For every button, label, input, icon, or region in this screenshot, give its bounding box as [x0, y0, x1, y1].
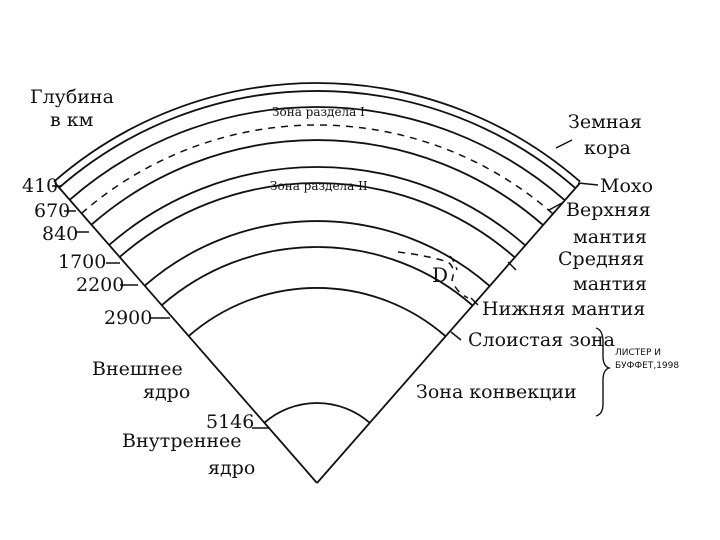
crust-line1: Земная [568, 111, 642, 133]
sector-left-edge [54, 182, 318, 484]
boundary-zone-2: Зона раздела II [270, 179, 368, 193]
depth-840: 840 [42, 223, 78, 245]
outer-core-line1: Внешнее [92, 358, 183, 380]
credit-line2: БУФФЕТ,1998 [615, 361, 679, 371]
boundary-840-arc [119, 182, 515, 258]
inner-core-line1: Внутреннее [122, 430, 242, 452]
depth-5146: 5146 [206, 411, 254, 433]
surface-inner-arc [58, 90, 576, 189]
convection-zone-label: Зона конвекции [416, 381, 577, 403]
boundary-410-arc [90, 139, 544, 226]
inner-core-line2: ядро [208, 457, 255, 479]
crust-line2: кора [584, 137, 631, 159]
upper-mantle-line1: Верхняя [566, 199, 651, 221]
layered-zone-leader [450, 331, 462, 341]
inner-core-arc [263, 402, 371, 424]
credit-brace [595, 327, 612, 417]
middle-mantle-leader [507, 261, 517, 271]
boundary-zone-1: Зона раздела I [272, 105, 365, 119]
depth-header-line2: в км [50, 109, 94, 131]
layered-zone-label: Слоистая зона [468, 329, 615, 351]
outer-surface-arc [53, 82, 581, 183]
depth-2200: 2200 [76, 274, 124, 296]
middle-mantle-line2: мантия [573, 273, 647, 295]
layer-boundaries [53, 82, 581, 424]
upper-mantle-line2: мантия [573, 226, 647, 248]
depth-header-line1: Глубина [30, 86, 114, 108]
boundary-2200-arc [161, 246, 473, 306]
depth-ticks [52, 185, 270, 429]
moho-arc [69, 106, 565, 201]
crust-leader [555, 139, 573, 149]
core-mantle-arc [188, 287, 446, 337]
sector-right-edge [316, 182, 581, 484]
boundary-670-arc [108, 166, 526, 246]
dashed-arc [81, 124, 553, 214]
boundary-1700-arc [144, 220, 490, 287]
lower-mantle-label: Нижняя мантия [482, 298, 645, 320]
depth-1700: 1700 [58, 251, 106, 273]
d-marker-label: D [432, 263, 448, 287]
depth-410: 410 [22, 175, 58, 197]
d-layer-hook [449, 255, 458, 271]
lower-mantle-leader [470, 297, 479, 306]
middle-mantle-line1: Средняя [558, 248, 644, 270]
upper-mantle-leader [548, 202, 563, 211]
credit-line1: ЛИСТЕР И [615, 348, 661, 358]
moho-leader [577, 182, 599, 186]
outer-core-line2: ядро [143, 381, 190, 403]
depth-670: 670 [34, 200, 70, 222]
d-layer-curve [397, 251, 469, 299]
depth-2900: 2900 [104, 307, 152, 329]
moho-label: Мохо [600, 175, 653, 197]
